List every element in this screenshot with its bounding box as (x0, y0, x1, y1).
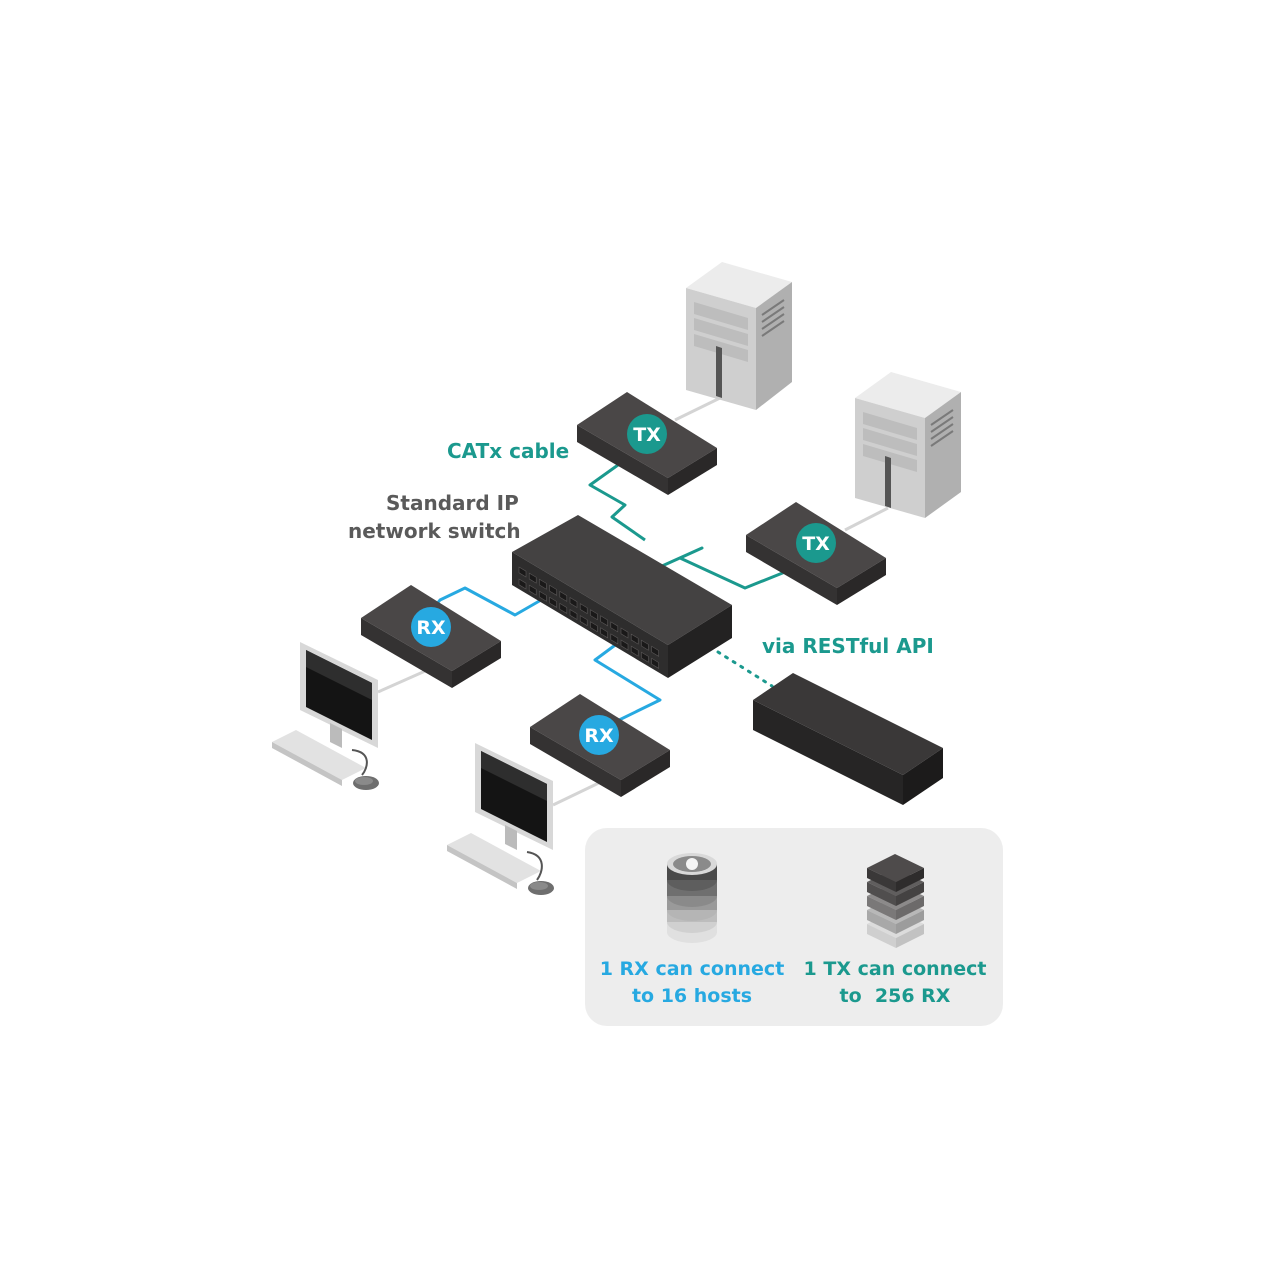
restful-api-link (716, 650, 774, 688)
switch-port (651, 645, 659, 657)
switch-port (569, 596, 578, 609)
host-server-2 (855, 372, 961, 518)
host-stack-icon (667, 853, 717, 943)
host-server-1 (686, 262, 792, 410)
switch-port (590, 621, 598, 633)
switch-port (528, 584, 537, 596)
switch-port (539, 590, 547, 602)
switch-port (549, 584, 557, 596)
switch-port (579, 615, 588, 627)
rx-label-bottom: RX (584, 725, 614, 747)
switch-port (539, 578, 547, 590)
switch-port (630, 633, 639, 645)
tx-capacity-caption: 1 TX can connect to 256 RX (791, 956, 999, 1010)
switch-port (610, 633, 619, 645)
switch-port (620, 627, 629, 639)
rx-receiver-bottom: RX (530, 694, 670, 797)
switch-label-line1: Standard IP (386, 491, 519, 515)
switch-port (559, 602, 568, 614)
switch-port (610, 621, 619, 633)
rx-badge-bottom (579, 715, 619, 755)
rx-capacity-caption: 1 RX can connect to 16 hosts (587, 956, 797, 1010)
switch-label-line2: network switch (348, 519, 521, 543)
ip-network-switch (512, 515, 732, 678)
workstation-left (272, 642, 379, 790)
workstation-bottom (447, 743, 554, 895)
tx-badge-top (627, 414, 667, 454)
switch-port (518, 578, 527, 590)
tx-badge-right (796, 523, 836, 563)
device-cables (377, 396, 889, 807)
tx-capacity-line2: to 256 RX (839, 985, 951, 1007)
switch-port (630, 645, 639, 657)
switch-port (559, 590, 568, 602)
restful-api-label: via RESTful API (762, 634, 934, 658)
rx-capacity-line1: 1 RX can connect (599, 958, 785, 980)
tx-capacity-line1: 1 TX can connect (803, 958, 987, 980)
tx-transmitter-right: TX (746, 502, 886, 605)
rx-badge-left (411, 607, 451, 647)
rx-label-left: RX (416, 617, 446, 639)
switch-port (651, 657, 659, 669)
switch-port (620, 639, 629, 651)
catx-cable-label: CATx cable (447, 439, 570, 463)
switch-port-grid (518, 566, 659, 669)
tx-label-right: TX (802, 533, 830, 555)
tx-transmitter-top: TX (577, 392, 717, 495)
rx-receiver-left: RX (361, 585, 501, 688)
switch-port (528, 572, 537, 584)
info-icons (667, 853, 924, 948)
switch-port (590, 609, 598, 621)
switch-port (641, 639, 649, 651)
switch-port (549, 596, 557, 608)
switch-port (579, 603, 588, 615)
capacity-info-panel: 1 RX can connect to 16 hosts 1 TX can co… (585, 828, 1003, 1026)
switch-port (641, 651, 649, 663)
management-server (753, 673, 943, 805)
switch-port (569, 608, 578, 621)
switch-port (600, 627, 608, 639)
catx-cables-tx (588, 463, 786, 590)
tx-label-top: TX (633, 424, 661, 446)
receiver-stack-icon (867, 854, 924, 948)
rx-capacity-line2: to 16 hosts (631, 985, 753, 1007)
switch-port (518, 566, 527, 578)
switch-port (600, 615, 608, 627)
